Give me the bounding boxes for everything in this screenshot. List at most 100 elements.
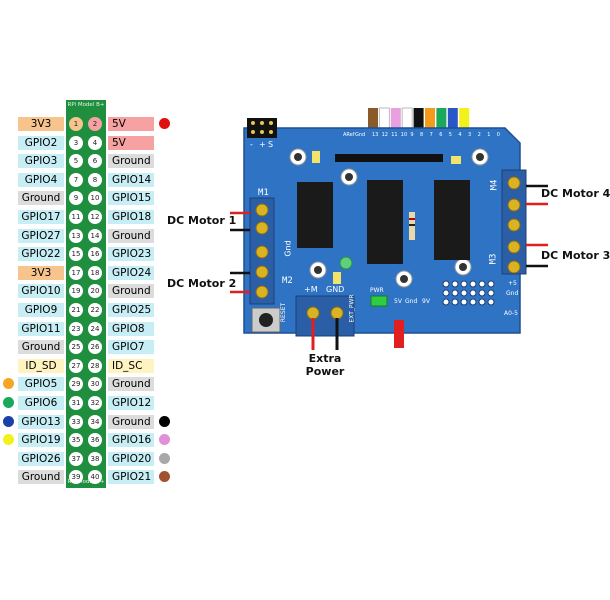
label-gnd-ext: GND — [326, 285, 345, 294]
pin-label-right: GPIO8 — [108, 322, 154, 336]
wire-color-dot — [3, 416, 14, 427]
terminal-ext-power — [295, 295, 355, 337]
pin-number-odd: 31 — [69, 396, 83, 410]
label-gnd: Gnd — [283, 240, 293, 257]
pin-label-left: Ground — [18, 191, 64, 205]
pin-label-right: Ground — [108, 229, 154, 243]
digital-pin-number: 7 — [429, 132, 433, 138]
header-hole — [442, 280, 450, 288]
pin-label-right: GPIO23 — [108, 247, 154, 261]
header-hole — [460, 280, 468, 288]
pin-label-left: Ground — [18, 340, 64, 354]
pin-number-even: 6 — [88, 154, 102, 168]
header-wire — [413, 108, 424, 134]
pin-label-right: 5V — [108, 117, 154, 131]
pin-label-left: 3V3 — [18, 117, 64, 131]
header-hole — [451, 289, 459, 297]
digital-pin-number: 0 — [496, 132, 500, 138]
pin-label-left: GPIO26 — [18, 452, 64, 466]
header-hole — [469, 289, 477, 297]
pin-label-right: GPIO24 — [108, 266, 154, 280]
pin-label-left: 3V3 — [18, 266, 64, 280]
pin-label-left: GPIO5 — [18, 377, 64, 391]
label-aref: ARef — [343, 132, 355, 138]
pin-label-left: GPIO9 — [18, 303, 64, 317]
pin-number-odd: 13 — [69, 229, 83, 243]
pin-label-right: GPIO12 — [108, 396, 154, 410]
label-m1: M1 — [258, 188, 269, 198]
pin-number-even: 20 — [88, 284, 102, 298]
header-hole — [460, 289, 468, 297]
pin-label-right: Ground — [108, 154, 154, 168]
wire-color-dot — [159, 118, 170, 129]
pin-number-even: 26 — [88, 340, 102, 354]
pin-number-even: 22 — [88, 303, 102, 317]
digital-pin-number: 3 — [468, 132, 472, 138]
pin-label-right: GPIO20 — [108, 452, 154, 466]
pin-label-left: GPIO13 — [18, 415, 64, 429]
pin-label-left: GPIO11 — [18, 322, 64, 336]
pin-number-even: 10 — [88, 191, 102, 205]
pin-number-odd: 5 — [69, 154, 83, 168]
wire-color-dot — [159, 453, 170, 464]
pin-number-odd: 17 — [69, 266, 83, 280]
label-minus: - — [250, 140, 253, 149]
header-hole — [487, 280, 495, 288]
pin-number-even: 8 — [88, 173, 102, 187]
pin-number-odd: 1 — [69, 117, 83, 131]
reset-button — [251, 307, 281, 333]
header-hole — [487, 289, 495, 297]
pin-label-right: ID_SC — [108, 359, 154, 373]
header-wire — [436, 108, 447, 134]
pin-number-odd: 27 — [69, 359, 83, 373]
pin-number-odd: 15 — [69, 247, 83, 261]
header-hole — [487, 298, 495, 306]
header-hole — [451, 280, 459, 288]
pin-number-even: 18 — [88, 266, 102, 280]
pin-number-even: 34 — [88, 415, 102, 429]
header-wire — [447, 108, 458, 134]
pin-label-left: GPIO3 — [18, 154, 64, 168]
terminal-screw — [507, 260, 521, 274]
header-hole — [451, 298, 459, 306]
label-ext-pwr: EXT_PWR — [348, 294, 356, 323]
label-reset: RESET — [280, 302, 288, 323]
header-hole — [442, 298, 450, 306]
pin-number-odd: 25 — [69, 340, 83, 354]
label-a05: A0-5 — [504, 310, 518, 317]
pin-number-odd: 33 — [69, 415, 83, 429]
pin-label-right: Ground — [108, 377, 154, 391]
pin-label-left: Ground — [18, 470, 64, 484]
pin-label-left: GPIO2 — [18, 136, 64, 150]
pin-label-left: GPIO6 — [18, 396, 64, 410]
pin-number-odd: 11 — [69, 210, 83, 224]
header-hole — [469, 280, 477, 288]
pin-label-right: 5V — [108, 136, 154, 150]
header-hole — [478, 289, 486, 297]
terminal-screw — [255, 265, 269, 279]
header-hole — [469, 298, 477, 306]
pin-label-left: GPIO17 — [18, 210, 64, 224]
pin-number-even: 16 — [88, 247, 102, 261]
pin-label-right: GPIO15 — [108, 191, 154, 205]
wire-color-dot — [3, 434, 14, 445]
pin-number-odd: 7 — [69, 173, 83, 187]
motor-wires — [230, 184, 548, 294]
pin-number-even: 2 — [88, 117, 102, 131]
pin-number-even: 38 — [88, 452, 102, 466]
pin-number-even: 30 — [88, 377, 102, 391]
pin-label-left: GPIO27 — [18, 229, 64, 243]
pin-label-left: GPIO10 — [18, 284, 64, 298]
pin-number-odd: 35 — [69, 433, 83, 447]
digital-pin-number: 5 — [448, 132, 452, 138]
pin-number-even: 4 — [88, 136, 102, 150]
digital-pin-number: 8 — [420, 132, 424, 138]
wire-color-dot — [3, 397, 14, 408]
label-pwr: PWR — [370, 287, 384, 294]
header-wire — [390, 108, 401, 134]
pin-number-even: 14 — [88, 229, 102, 243]
pin-number-even: 28 — [88, 359, 102, 373]
label-plus-m: +M — [304, 285, 318, 294]
pin-label-left: GPIO19 — [18, 433, 64, 447]
